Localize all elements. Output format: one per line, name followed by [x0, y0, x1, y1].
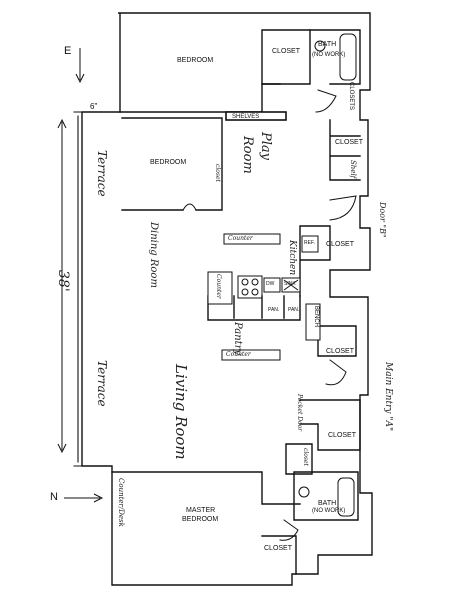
room-label-play-1: Play — [258, 132, 273, 160]
compass-arrow-east — [75, 48, 85, 84]
room-label-bedroom-top: BEDROOM — [177, 57, 214, 64]
play-room-east — [329, 119, 361, 181]
room-label-master-2: BEDROOM — [182, 516, 219, 523]
six-inch-label: 6" — [90, 102, 98, 111]
ref-box — [301, 235, 319, 253]
counter-desk-label: Counter/Desk — [117, 478, 125, 527]
door-swing-1 — [182, 203, 197, 211]
door-b-label: Door "B" — [378, 202, 387, 238]
terrace-outline — [73, 111, 119, 467]
toilet-bottom — [298, 486, 310, 498]
closet-master-walls — [261, 535, 297, 575]
closet-small-label: closet — [214, 164, 221, 182]
bench-label: BENCH — [313, 306, 319, 328]
pocket-door-label: Pocket Door — [296, 394, 303, 432]
dw-label: DW — [266, 281, 275, 287]
bath-top-label-1: BATH — [318, 41, 337, 48]
main-entry-label: Main Entry "A" — [383, 362, 393, 432]
pantry-walls — [207, 295, 301, 321]
shelves-label: SHELVES — [232, 114, 260, 120]
door-swing-3 — [325, 359, 347, 386]
closet-mid-small — [285, 443, 313, 475]
tub-top — [339, 33, 357, 81]
playroom-walls — [121, 117, 223, 211]
sink-label: SINK — [284, 281, 296, 287]
closet-top-walls — [261, 29, 311, 85]
master-walls — [111, 471, 301, 505]
pan-label-2: PAN. — [288, 307, 300, 313]
room-label-master-1: MASTER — [186, 507, 216, 514]
door-swing-2 — [329, 195, 357, 221]
dw-box — [263, 277, 281, 293]
shelf-closet-label: Shelf — [349, 160, 357, 179]
closet-master-label: CLOSET — [264, 545, 293, 552]
dimension-label: 38' — [55, 270, 71, 292]
dimension-line — [57, 118, 67, 454]
toilet-top — [314, 40, 326, 52]
terrace-top-label: Terrace — [95, 150, 109, 197]
bench-box — [305, 303, 321, 341]
bath-bottom-label-1: BATH — [318, 500, 337, 507]
shelves-bar — [225, 111, 287, 121]
room-label-living: Living Room — [172, 364, 190, 460]
closet-upper-right-label: CLOSET — [335, 139, 364, 146]
door-swing-5 — [279, 519, 299, 541]
ref-label: REF. — [304, 240, 315, 246]
room-label-bedroom-mid: BEDROOM — [150, 159, 187, 166]
tub-bottom — [337, 477, 355, 517]
north-label: N — [50, 491, 58, 503]
east-label: E — [64, 45, 72, 57]
counter-dining — [223, 233, 281, 245]
room-label-kitchen: Kitchen — [287, 240, 297, 276]
counter-kitchen-label: Counter — [215, 274, 222, 299]
bath-top-walls — [309, 29, 361, 85]
room-label-dining: Dining Room — [148, 222, 159, 288]
room-label-play-2: Room — [240, 136, 255, 174]
counter-pantry-label: Counter — [226, 351, 251, 358]
stove-icon — [237, 275, 263, 299]
bath-top-label-2: (NO WORK) — [312, 52, 346, 58]
counter-dining-label: Counter — [228, 235, 253, 242]
closet-top-label: CLOSET — [272, 48, 301, 55]
terrace-bottom-label: Terrace — [95, 360, 109, 407]
closet-mid-small-label: closet — [302, 448, 309, 466]
sink-cross — [283, 279, 299, 291]
bath-bottom-label-2: (NO WORK) — [312, 508, 346, 514]
bath-bottom-walls — [293, 471, 359, 521]
compass-arrow-north — [64, 493, 104, 503]
counter-kitchen — [207, 271, 233, 305]
closet-entry-label: CLOSET — [326, 348, 355, 355]
bedroom-top-wall — [119, 83, 281, 113]
closets-side-label: CLOSETS — [348, 82, 354, 111]
closet-lower-label: CLOSET — [328, 432, 357, 439]
lower-closet-walls — [299, 399, 361, 451]
pan-label-1: PAN. — [268, 307, 280, 313]
closet-kitchen-label: CLOSET — [326, 241, 355, 248]
door-swing-4 — [315, 89, 337, 113]
counter-pantry — [221, 349, 281, 361]
